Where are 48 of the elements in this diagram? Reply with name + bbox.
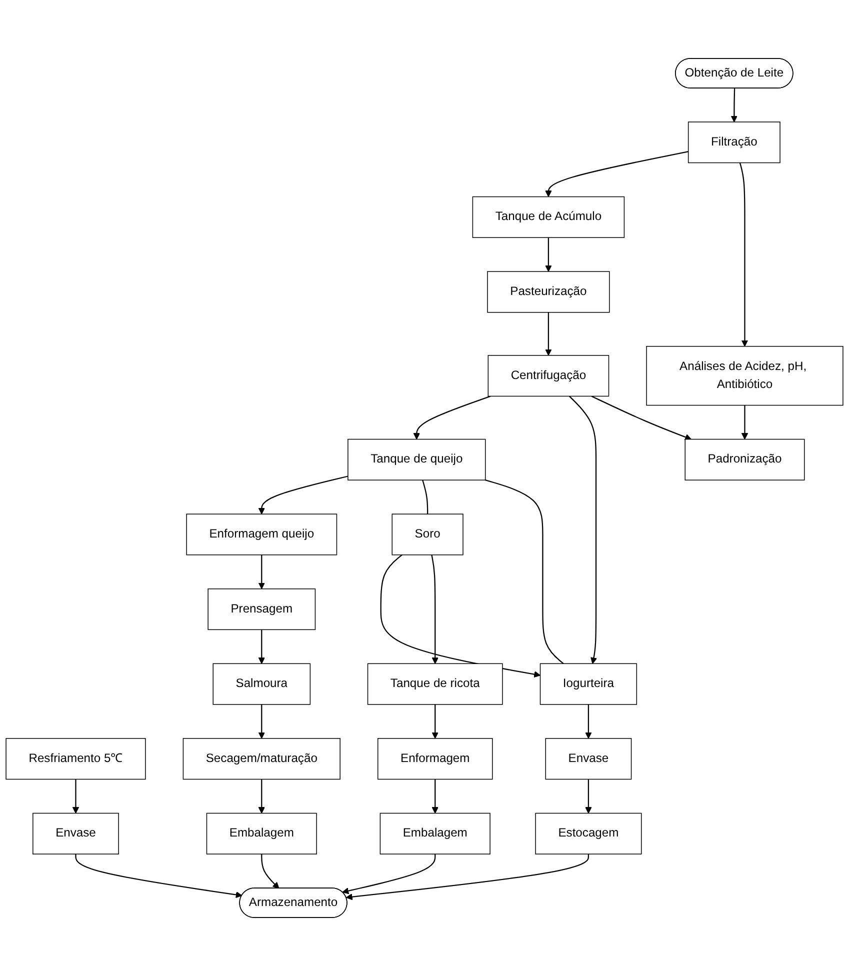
arrow: [591, 396, 692, 440]
arrow: [545, 151, 688, 198]
arrow: [545, 312, 552, 356]
arrow: [258, 779, 265, 814]
arrow: [261, 854, 280, 889]
arrow: [72, 779, 80, 814]
arrow: [739, 162, 748, 347]
arrow: [258, 630, 265, 664]
arrow: [568, 396, 598, 664]
node-box: Resfriamento 5℃: [6, 738, 146, 780]
node-box: Iogurteira: [540, 663, 638, 705]
node-box: Tanque de ricota: [367, 663, 503, 705]
node-box: Filtração: [688, 122, 780, 164]
node-box: Embalagem: [206, 812, 317, 854]
arrow: [413, 396, 491, 440]
arrow: [585, 704, 592, 739]
arrow: [75, 854, 242, 898]
node-box: Secagem/maturação: [182, 738, 340, 780]
arrow: [432, 779, 438, 814]
arrow: [346, 854, 590, 900]
node-box: Embalagem: [380, 812, 490, 854]
node-box: Envase: [32, 812, 119, 854]
node-box: Enformagem: [377, 738, 493, 780]
connector: [422, 480, 428, 514]
arrow: [741, 405, 748, 440]
arrow: [545, 238, 552, 272]
arrow: [258, 476, 348, 514]
node-box: Envase: [545, 738, 632, 780]
node-box: Prensagem: [208, 588, 316, 630]
node-box: Análises de Acidez, pH, Antibiótico: [646, 346, 844, 406]
connector: [485, 480, 564, 664]
arrow: [258, 704, 265, 739]
node-box: Enformagem queijo: [186, 514, 338, 556]
node-box: Salmoura: [212, 663, 311, 705]
arrow: [432, 704, 438, 739]
arrow: [730, 88, 738, 122]
node-box: Soro: [392, 514, 464, 556]
arrow: [380, 554, 541, 678]
node-box: Pasteurização: [487, 271, 610, 313]
arrow: [258, 554, 265, 590]
arrow: [585, 779, 592, 814]
node-box: Padronização: [684, 438, 805, 480]
node-box: Tanque de queijo: [348, 438, 486, 480]
arrow: [342, 854, 436, 894]
node-box: Estocagem: [535, 812, 642, 854]
node-box: Tanque de Acúmulo: [472, 196, 625, 238]
arrow: [431, 554, 438, 664]
node-box: Centrifugação: [488, 355, 610, 397]
